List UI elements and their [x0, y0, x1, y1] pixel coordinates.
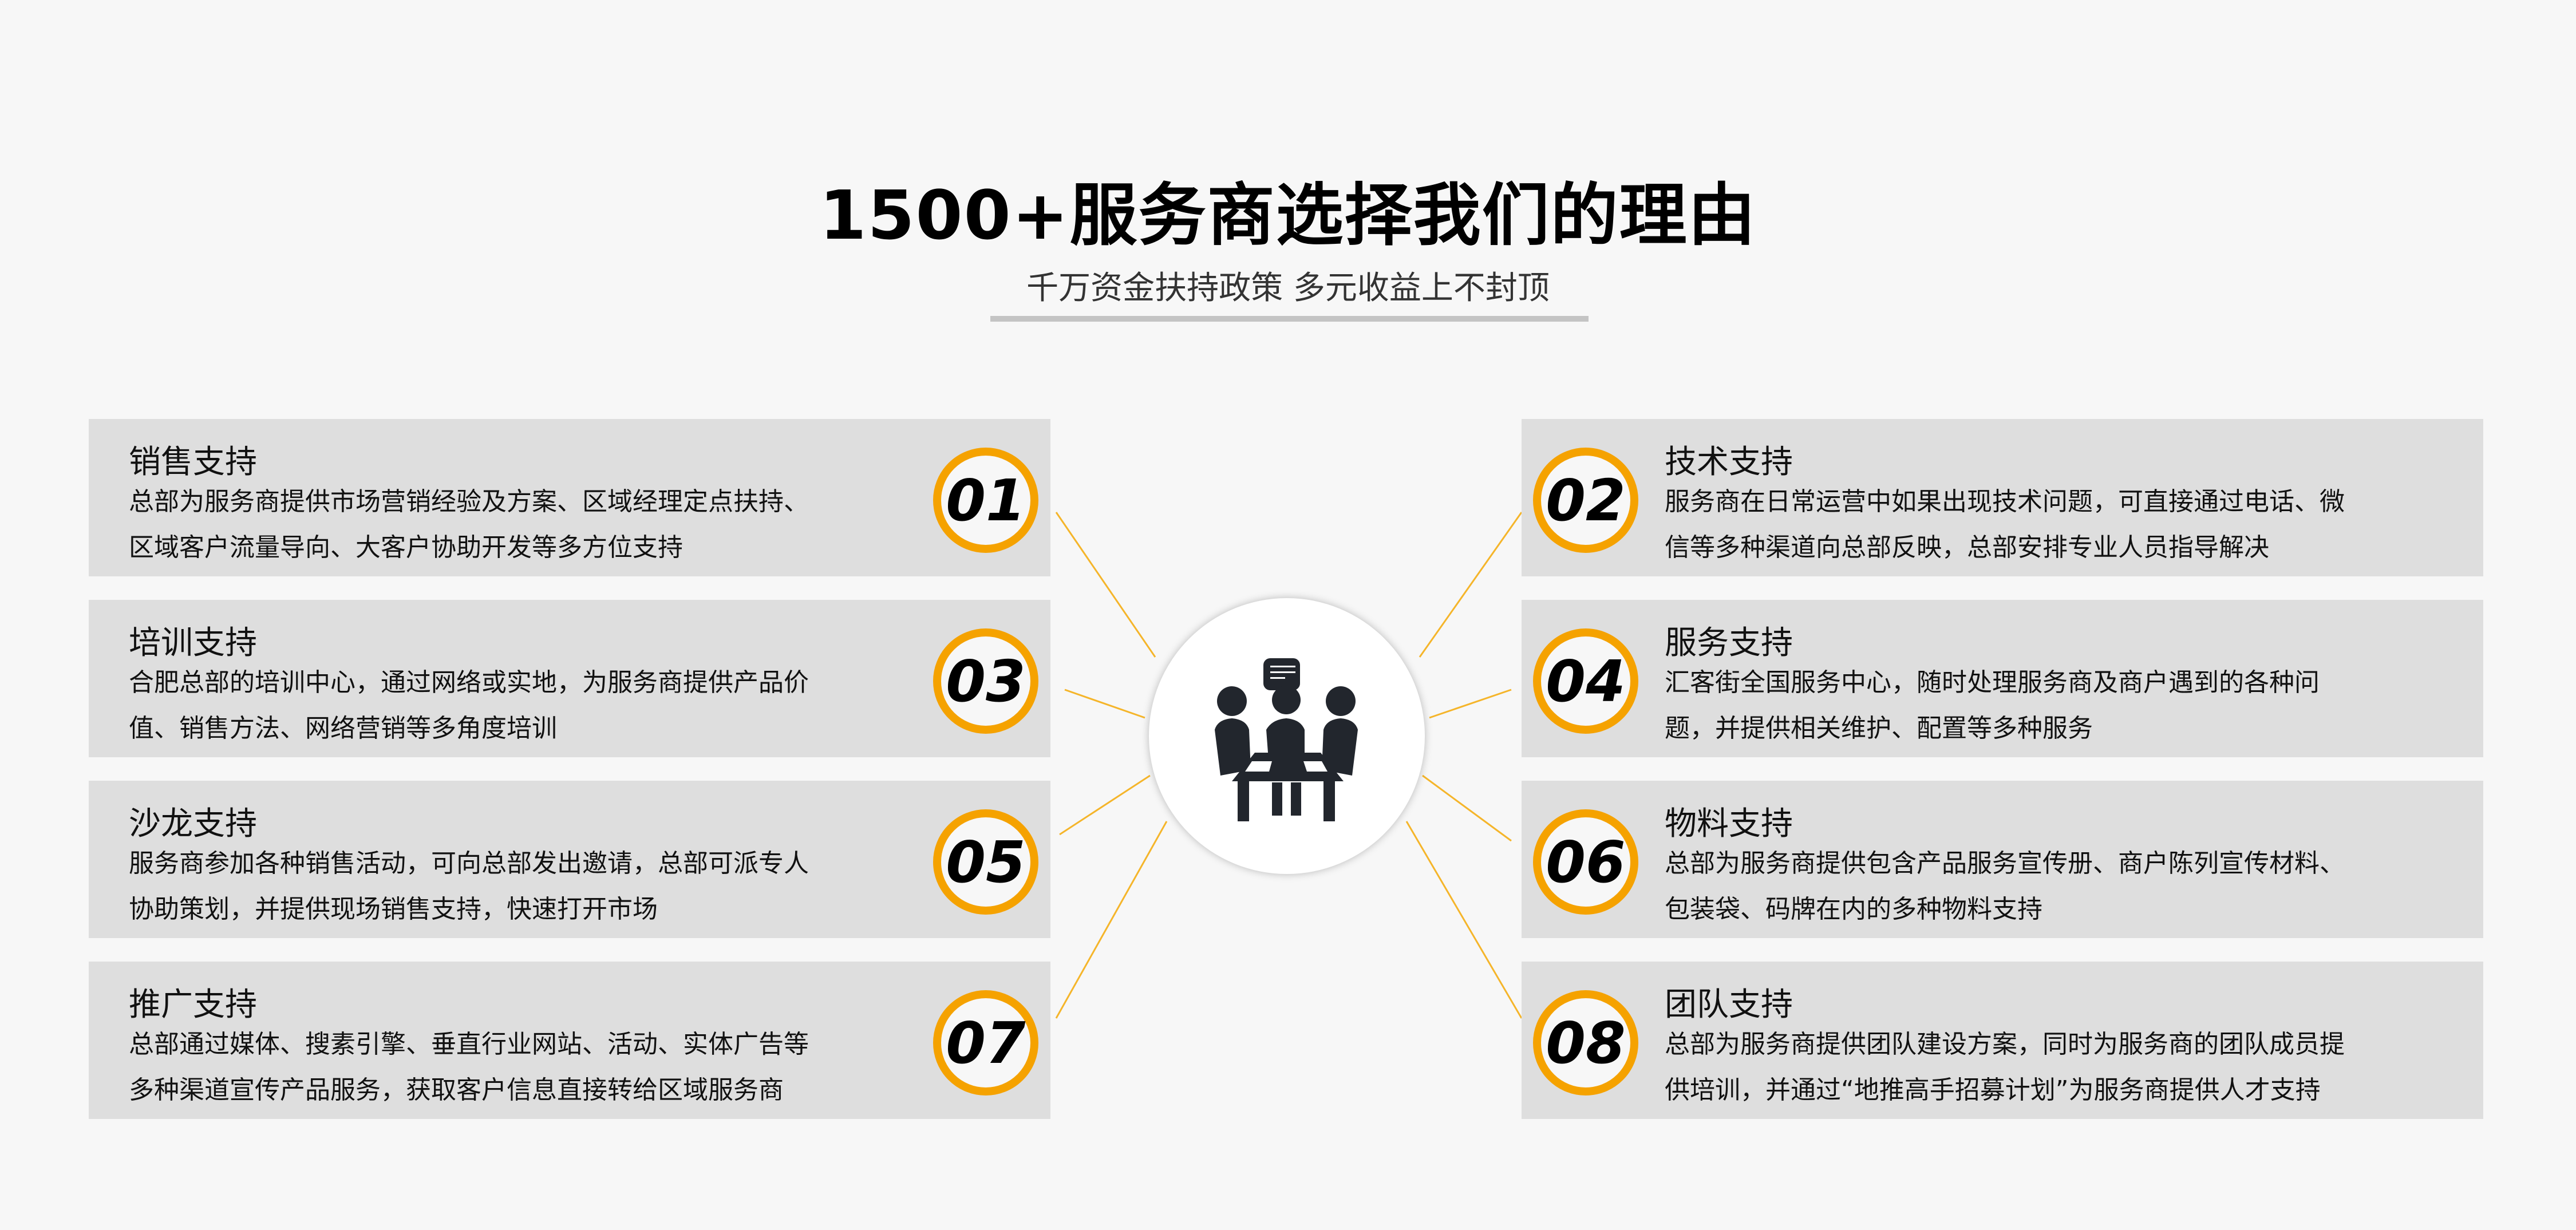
- card-line: 总部为服务商提供包含产品服务宣传册、商户陈列宣传材料、: [1665, 849, 2345, 878]
- card-title: 团队支持: [1665, 986, 1793, 1023]
- subtitle-underline: [990, 316, 1589, 322]
- card-line: 协助策划，并提供现场销售支持，快速打开市场: [129, 895, 658, 924]
- connector-08: [1405, 821, 1523, 1019]
- number-badge: 01: [933, 448, 1038, 553]
- card-body: 服务商参加各种销售活动，可向总部发出邀请，总部可派专人协助策划，并提供现场销售支…: [129, 841, 907, 932]
- number-badge: 04: [1533, 628, 1638, 734]
- connector-02: [1419, 512, 1523, 658]
- card-title: 销售支持: [129, 444, 257, 481]
- card-title: 技术支持: [1665, 444, 1793, 481]
- card-line: 服务商在日常运营中如果出现技术问题，可直接通过电话、微: [1665, 487, 2345, 516]
- card-line: 服务商参加各种销售活动，可向总部发出邀请，总部可派专人: [129, 849, 809, 878]
- card-line: 包装袋、码牌在内的多种物料支持: [1665, 895, 2042, 924]
- card-title: 推广支持: [129, 986, 257, 1023]
- card-line: 题，并提供相关维护、配置等多种服务: [1665, 714, 2093, 743]
- support-card-06: 物料支持 总部为服务商提供包含产品服务宣传册、商户陈列宣传材料、包装袋、码牌在内…: [1522, 781, 2483, 938]
- connector-04: [1429, 689, 1512, 719]
- number-badge: 03: [933, 628, 1038, 734]
- card-line: 合肥总部的培训中心，通过网络或实地，为服务商提供产品价: [129, 668, 809, 697]
- support-card-07: 推广支持 总部通过媒体、搜素引擎、垂直行业网站、活动、实体广告等多种渠道宣传产品…: [89, 962, 1050, 1119]
- card-body: 合肥总部的培训中心，通过网络或实地，为服务商提供产品价值、销售方法、网络营销等多…: [129, 660, 907, 752]
- center-hub: [1149, 598, 1425, 874]
- card-line: 汇客街全国服务中心，随时处理服务商及商户遇到的各种问: [1665, 668, 2320, 697]
- number-badge: 06: [1533, 809, 1638, 915]
- card-body: 总部为服务商提供包含产品服务宣传册、商户陈列宣传材料、包装袋、码牌在内的多种物料…: [1665, 841, 2466, 932]
- page-subtitle: 千万资金扶持政策 多元收益上不封顶: [1026, 270, 1550, 307]
- card-title: 培训支持: [129, 624, 257, 662]
- connector-06: [1422, 774, 1512, 842]
- number-badge: 08: [1533, 990, 1638, 1095]
- page-title: 1500+服务商选择我们的理由: [819, 176, 1757, 255]
- support-card-01: 销售支持 总部为服务商提供市场营销经验及方案、区域经理定点扶持、区域客户流量导向…: [89, 419, 1050, 576]
- card-line: 区域客户流量导向、大客户协助开发等多方位支持: [129, 533, 683, 562]
- connector-03: [1064, 689, 1145, 719]
- support-card-03: 培训支持 合肥总部的培训中心，通过网络或实地，为服务商提供产品价值、销售方法、网…: [89, 600, 1050, 757]
- card-body: 汇客街全国服务中心，随时处理服务商及商户遇到的各种问题，并提供相关维护、配置等多…: [1665, 660, 2466, 752]
- connector-07: [1055, 821, 1168, 1019]
- card-line: 总部通过媒体、搜素引擎、垂直行业网站、活动、实体广告等: [129, 1030, 809, 1059]
- connector-05: [1059, 774, 1151, 836]
- card-line: 总部为服务商提供团队建设方案，同时为服务商的团队成员提: [1665, 1030, 2345, 1059]
- card-body: 总部为服务商提供市场营销经验及方案、区域经理定点扶持、区域客户流量导向、大客户协…: [129, 479, 907, 571]
- card-title: 沙龙支持: [129, 805, 257, 843]
- number-badge: 07: [933, 990, 1038, 1095]
- support-card-02: 技术支持 服务商在日常运营中如果出现技术问题，可直接通过电话、微信等多种渠道向总…: [1522, 419, 2483, 576]
- business-meeting-icon: [1215, 658, 1358, 821]
- card-body: 总部为服务商提供团队建设方案，同时为服务商的团队成员提供培训，并通过“地推高手招…: [1665, 1022, 2466, 1113]
- support-card-04: 服务支持 汇客街全国服务中心，随时处理服务商及商户遇到的各种问题，并提供相关维护…: [1522, 600, 2483, 757]
- support-card-05: 沙龙支持 服务商参加各种销售活动，可向总部发出邀请，总部可派专人协助策划，并提供…: [89, 781, 1050, 938]
- number-badge: 02: [1533, 448, 1638, 553]
- card-line: 供培训，并通过“地推高手招募计划”为服务商提供人才支持: [1665, 1075, 2321, 1105]
- connector-01: [1055, 512, 1156, 658]
- number-badge: 05: [933, 809, 1038, 915]
- card-line: 信等多种渠道向总部反映，总部安排专业人员指导解决: [1665, 533, 2269, 562]
- card-line: 值、销售方法、网络营销等多角度培训: [129, 714, 557, 743]
- card-title: 服务支持: [1665, 624, 1793, 662]
- card-body: 服务商在日常运营中如果出现技术问题，可直接通过电话、微信等多种渠道向总部反映，总…: [1665, 479, 2466, 571]
- card-body: 总部通过媒体、搜素引擎、垂直行业网站、活动、实体广告等多种渠道宣传产品服务，获取…: [129, 1022, 907, 1113]
- support-card-08: 团队支持 总部为服务商提供团队建设方案，同时为服务商的团队成员提供培训，并通过“…: [1522, 962, 2483, 1119]
- card-line: 多种渠道宣传产品服务，获取客户信息直接转给区域服务商: [129, 1075, 784, 1105]
- card-title: 物料支持: [1665, 805, 1793, 843]
- card-line: 总部为服务商提供市场营销经验及方案、区域经理定点扶持、: [129, 487, 809, 516]
